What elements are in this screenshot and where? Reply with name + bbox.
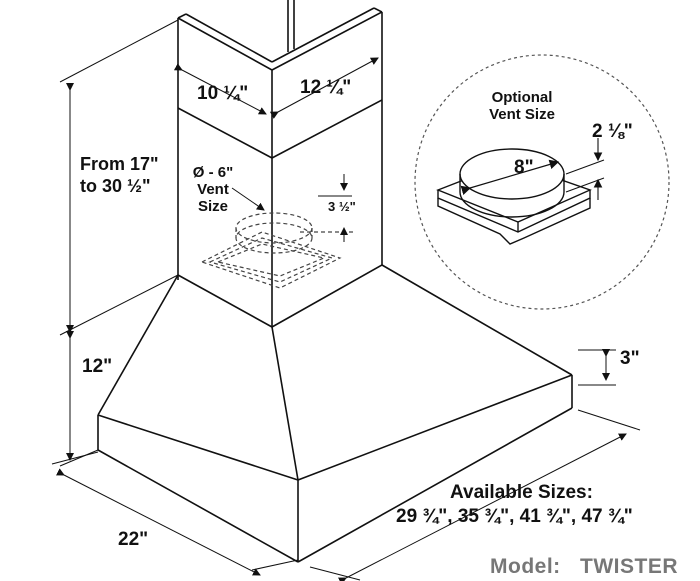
available-sizes-title: Available Sizes: — [450, 482, 593, 503]
optional-vent-collar-height: 2 ⅛" — [592, 121, 633, 142]
front-lip-label: 3" — [620, 348, 640, 369]
optional-vent-title-line1: Optional — [491, 89, 553, 106]
dimension-lines — [51, 19, 641, 581]
height-range-line1: From 17" — [80, 154, 159, 174]
vent-offset-label: 3 ½" — [328, 199, 356, 214]
vent-size-line3: Size — [197, 198, 228, 215]
available-sizes-values: 29 ¾", 35 ¾", 41 ¾", 47 ¾" — [396, 506, 633, 527]
height-range-line2: to 30 ½" — [80, 176, 151, 196]
canopy-height-label: 12" — [82, 356, 113, 377]
vent-size-line1: Ø - 6" — [192, 164, 234, 181]
depth-label: 22" — [118, 529, 149, 550]
optional-vent-title-line2: Vent Size — [489, 106, 555, 123]
chimney-width-label: 10 ¼" — [197, 83, 249, 104]
model-name: TWISTER — [580, 555, 678, 578]
vent-size-line2: Vent — [197, 181, 229, 198]
chimney-depth-label: 12 ¼" — [300, 77, 352, 98]
optional-vent-callout — [414, 54, 670, 310]
model-label: Model: — [490, 555, 561, 578]
optional-vent-diameter: 8" — [514, 157, 534, 178]
internal-vent-dashed — [200, 212, 354, 289]
